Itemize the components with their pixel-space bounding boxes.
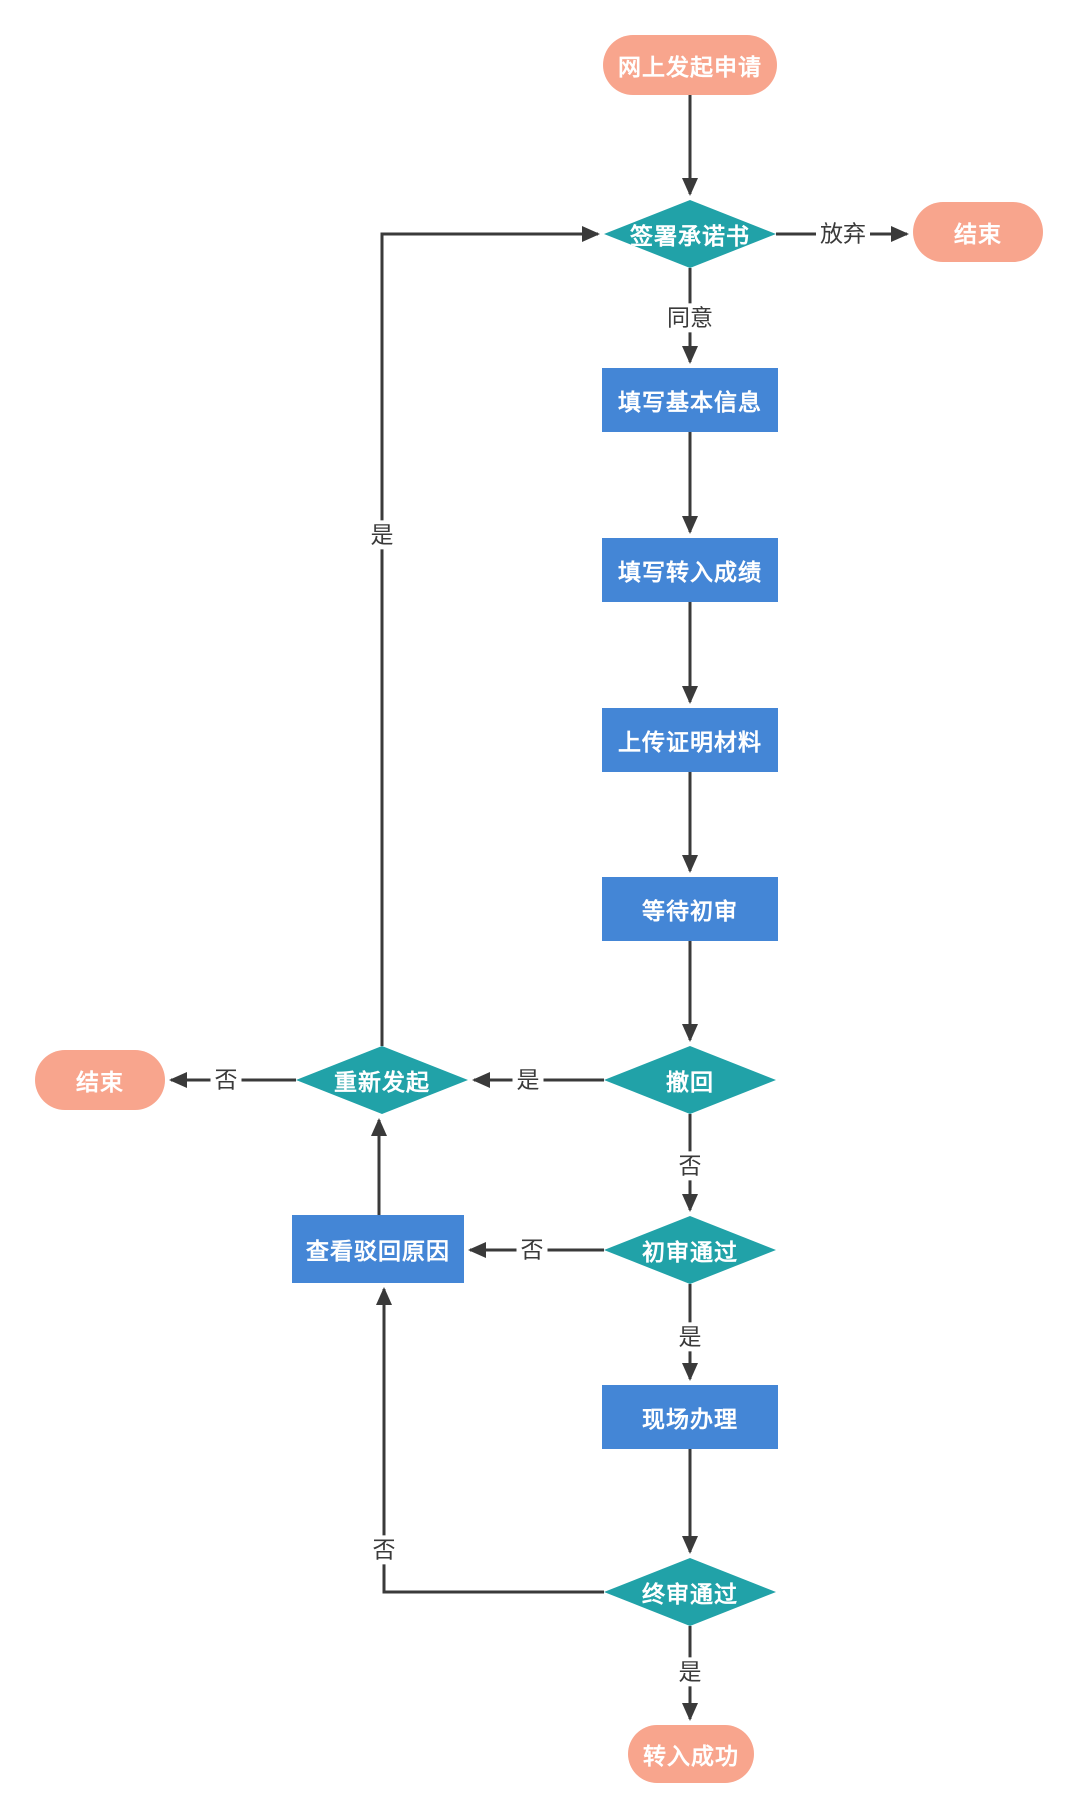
edge-label-final-review-yes: 是 (674, 1657, 706, 1687)
edge-label-first-review-no: 否 (516, 1235, 548, 1265)
edge-label-restart-yes: 是 (366, 520, 398, 550)
node-final-review-label: 终审通过 (642, 1581, 738, 1607)
node-wait-review: 等待初审 (602, 877, 778, 941)
node-onsite-label: 现场办理 (642, 1406, 738, 1432)
node-restart-label: 重新发起 (334, 1069, 430, 1095)
node-end-left: 结束 (35, 1050, 165, 1110)
node-first-review-label: 初审通过 (642, 1239, 738, 1265)
edge-label-restart-no: 否 (210, 1065, 242, 1095)
node-scores-label: 填写转入成绩 (618, 559, 762, 585)
node-upload: 上传证明材料 (602, 708, 778, 772)
node-end-top-label: 结束 (954, 221, 1002, 247)
node-view-reason: 查看驳回原因 (292, 1215, 464, 1283)
node-sign-commitment-label: 签署承诺书 (630, 223, 750, 249)
node-start: 网上发起申请 (603, 35, 777, 95)
edge-label-withdraw-yes: 是 (512, 1065, 544, 1095)
edge-label-agree: 同意 (663, 303, 717, 333)
node-basic-info: 填写基本信息 (602, 368, 778, 432)
edge-label-final-review-no: 否 (368, 1535, 400, 1565)
node-end-left-label: 结束 (76, 1069, 124, 1095)
node-start-label: 网上发起申请 (618, 54, 762, 80)
node-basic-info-label: 填写基本信息 (618, 389, 762, 415)
edge-final-review-to-view-reason (376, 1287, 604, 1594)
node-success-label: 转入成功 (643, 1743, 739, 1769)
node-wait-review-label: 等待初审 (642, 898, 738, 924)
node-withdraw-label: 撤回 (666, 1069, 714, 1095)
edge-restart-to-sign (380, 226, 600, 1046)
node-end-top: 结束 (913, 202, 1043, 262)
edge-label-first-review-yes: 是 (674, 1322, 706, 1352)
node-success: 转入成功 (628, 1725, 754, 1783)
node-onsite: 现场办理 (602, 1385, 778, 1449)
edge-label-withdraw-no: 否 (674, 1151, 706, 1181)
node-view-reason-label: 查看驳回原因 (306, 1238, 450, 1264)
node-upload-label: 上传证明材料 (618, 729, 762, 755)
node-scores: 填写转入成绩 (602, 538, 778, 602)
edge-label-give-up: 放弃 (816, 219, 870, 249)
